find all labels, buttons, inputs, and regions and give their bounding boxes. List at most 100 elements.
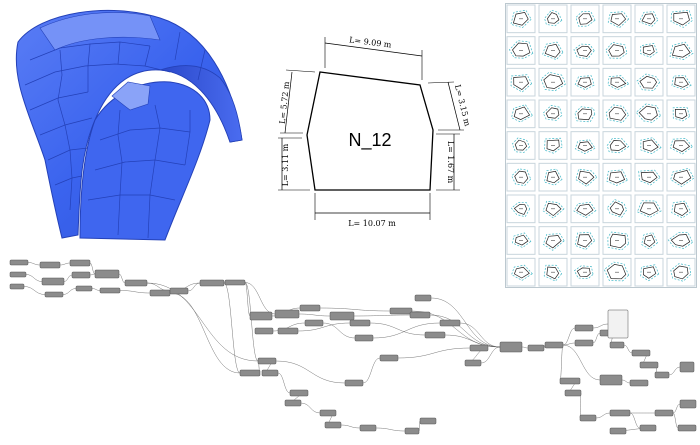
graph-component-node[interactable] xyxy=(149,289,171,297)
grid-cell xyxy=(634,162,664,192)
dimension-top: L= 9.09 m xyxy=(324,35,423,80)
graph-component-node[interactable] xyxy=(544,341,564,349)
graph-wire xyxy=(592,332,601,344)
graph-component-node[interactable] xyxy=(527,344,545,352)
graph-component-node[interactable] xyxy=(249,311,273,321)
grid-cell xyxy=(538,257,568,287)
graph-component-node[interactable] xyxy=(274,309,300,319)
graph-component-node[interactable] xyxy=(469,344,489,352)
graph-component-node[interactable] xyxy=(419,417,437,425)
grid-cell-panel-outline xyxy=(673,169,692,185)
graph-component-node[interactable] xyxy=(299,304,321,312)
graph-wire xyxy=(118,273,126,284)
graph-component-node[interactable] xyxy=(324,421,342,429)
graph-component-node[interactable] xyxy=(124,279,148,287)
graph-component-node[interactable] xyxy=(464,359,482,367)
graph-component-node[interactable] xyxy=(564,389,582,397)
graph-component-node[interactable] xyxy=(404,427,420,435)
graph-component-node[interactable] xyxy=(439,319,461,327)
graph-component-node[interactable] xyxy=(9,259,29,266)
graph-component-node[interactable] xyxy=(499,341,523,353)
graph-component-node[interactable] xyxy=(277,327,299,335)
graph-component-node[interactable] xyxy=(424,331,446,339)
graph-component-node[interactable] xyxy=(9,283,25,290)
grid-cell-panel-outline xyxy=(610,13,627,26)
graph-wire xyxy=(672,412,679,429)
grid-cell-panel-outline xyxy=(546,139,560,152)
grid-cell-dimension-outline xyxy=(544,9,563,27)
grid-cell-panel-outline xyxy=(608,106,627,121)
graph-component-node[interactable] xyxy=(639,424,657,432)
grid-cell-panel-outline xyxy=(609,171,626,184)
graph-component-node[interactable] xyxy=(409,311,431,319)
graph-component-node[interactable] xyxy=(344,379,364,387)
graph-component-node[interactable] xyxy=(94,269,120,279)
grid-cell-dimension-outline xyxy=(670,263,692,282)
grid-cell xyxy=(634,226,664,255)
graph-component-node[interactable] xyxy=(609,427,627,435)
graph-component-node[interactable] xyxy=(71,271,91,279)
graph-component-node[interactable] xyxy=(579,414,597,422)
grid-cell xyxy=(570,67,600,97)
graph-component-node[interactable] xyxy=(304,319,324,327)
graph-component-node[interactable] xyxy=(629,379,649,387)
graph-component-node[interactable] xyxy=(609,409,631,417)
graph-component-node[interactable] xyxy=(319,409,337,417)
graph-component-node[interactable] xyxy=(254,327,274,335)
graph-component-node[interactable] xyxy=(39,261,61,269)
grid-cell-panel-outline xyxy=(673,265,689,280)
graph-component-node[interactable] xyxy=(679,399,697,409)
grid-cell xyxy=(634,4,664,34)
graph-wire xyxy=(223,282,241,374)
graph-component-node[interactable] xyxy=(354,334,374,342)
graph-component-node[interactable] xyxy=(224,279,246,286)
graph-wire xyxy=(89,262,96,275)
graph-component-node[interactable] xyxy=(609,341,625,349)
graph-wire xyxy=(480,346,501,364)
graph-component-node[interactable] xyxy=(654,371,670,379)
graph-component-node[interactable] xyxy=(559,377,581,385)
grid-cell-dimension-outline xyxy=(640,43,658,58)
graph-component-node[interactable] xyxy=(169,287,189,295)
grid-cell-panel-outline xyxy=(545,107,560,119)
graph-component-node[interactable] xyxy=(9,271,27,278)
grid-cell xyxy=(634,36,664,65)
graph-wire xyxy=(89,273,96,276)
graph-component-node[interactable] xyxy=(574,339,594,347)
graph-component-node[interactable] xyxy=(257,357,277,365)
grid-cell-panel-outline xyxy=(609,233,627,249)
grid-cell-dimension-outline xyxy=(670,10,693,28)
graph-component-node[interactable] xyxy=(75,285,93,292)
graph-component-node[interactable] xyxy=(44,291,64,298)
graph-component-node[interactable] xyxy=(349,319,371,327)
graph-component-node[interactable] xyxy=(99,287,121,294)
grid-cell-dimension-outline xyxy=(575,168,598,187)
graph-component-node[interactable] xyxy=(359,424,377,432)
graph-component-node[interactable] xyxy=(284,399,302,407)
graph-wire xyxy=(244,282,259,362)
grid-cell-dimension-outline xyxy=(510,9,532,28)
graph-component-node[interactable] xyxy=(599,374,623,386)
graph-wire xyxy=(244,282,251,317)
graph-component-node[interactable] xyxy=(199,279,225,287)
graph-component-node[interactable] xyxy=(389,307,413,315)
grid-cell xyxy=(666,257,696,287)
graph-component-node[interactable] xyxy=(239,369,261,377)
graph-component-node[interactable] xyxy=(329,311,355,321)
graph-component-node[interactable] xyxy=(414,294,432,302)
graph-component-node[interactable] xyxy=(654,409,674,417)
graph-component-node[interactable] xyxy=(379,354,399,362)
grid-cell-dimension-outline xyxy=(640,264,660,282)
graph-component-node[interactable] xyxy=(574,324,594,332)
grid-cell-dimension-outline xyxy=(603,261,630,282)
graph-component-node[interactable] xyxy=(41,277,65,286)
graph-component-node[interactable] xyxy=(69,259,91,267)
graph-component-node[interactable] xyxy=(677,424,697,432)
grid-cell xyxy=(570,99,600,129)
graph-component-node[interactable] xyxy=(639,361,659,369)
graph-component-node[interactable] xyxy=(679,361,695,373)
graph-component-node[interactable] xyxy=(289,389,309,397)
graph-panel-node[interactable] xyxy=(607,309,629,339)
graph-component-node[interactable] xyxy=(631,349,651,357)
graph-component-node[interactable] xyxy=(261,369,279,377)
